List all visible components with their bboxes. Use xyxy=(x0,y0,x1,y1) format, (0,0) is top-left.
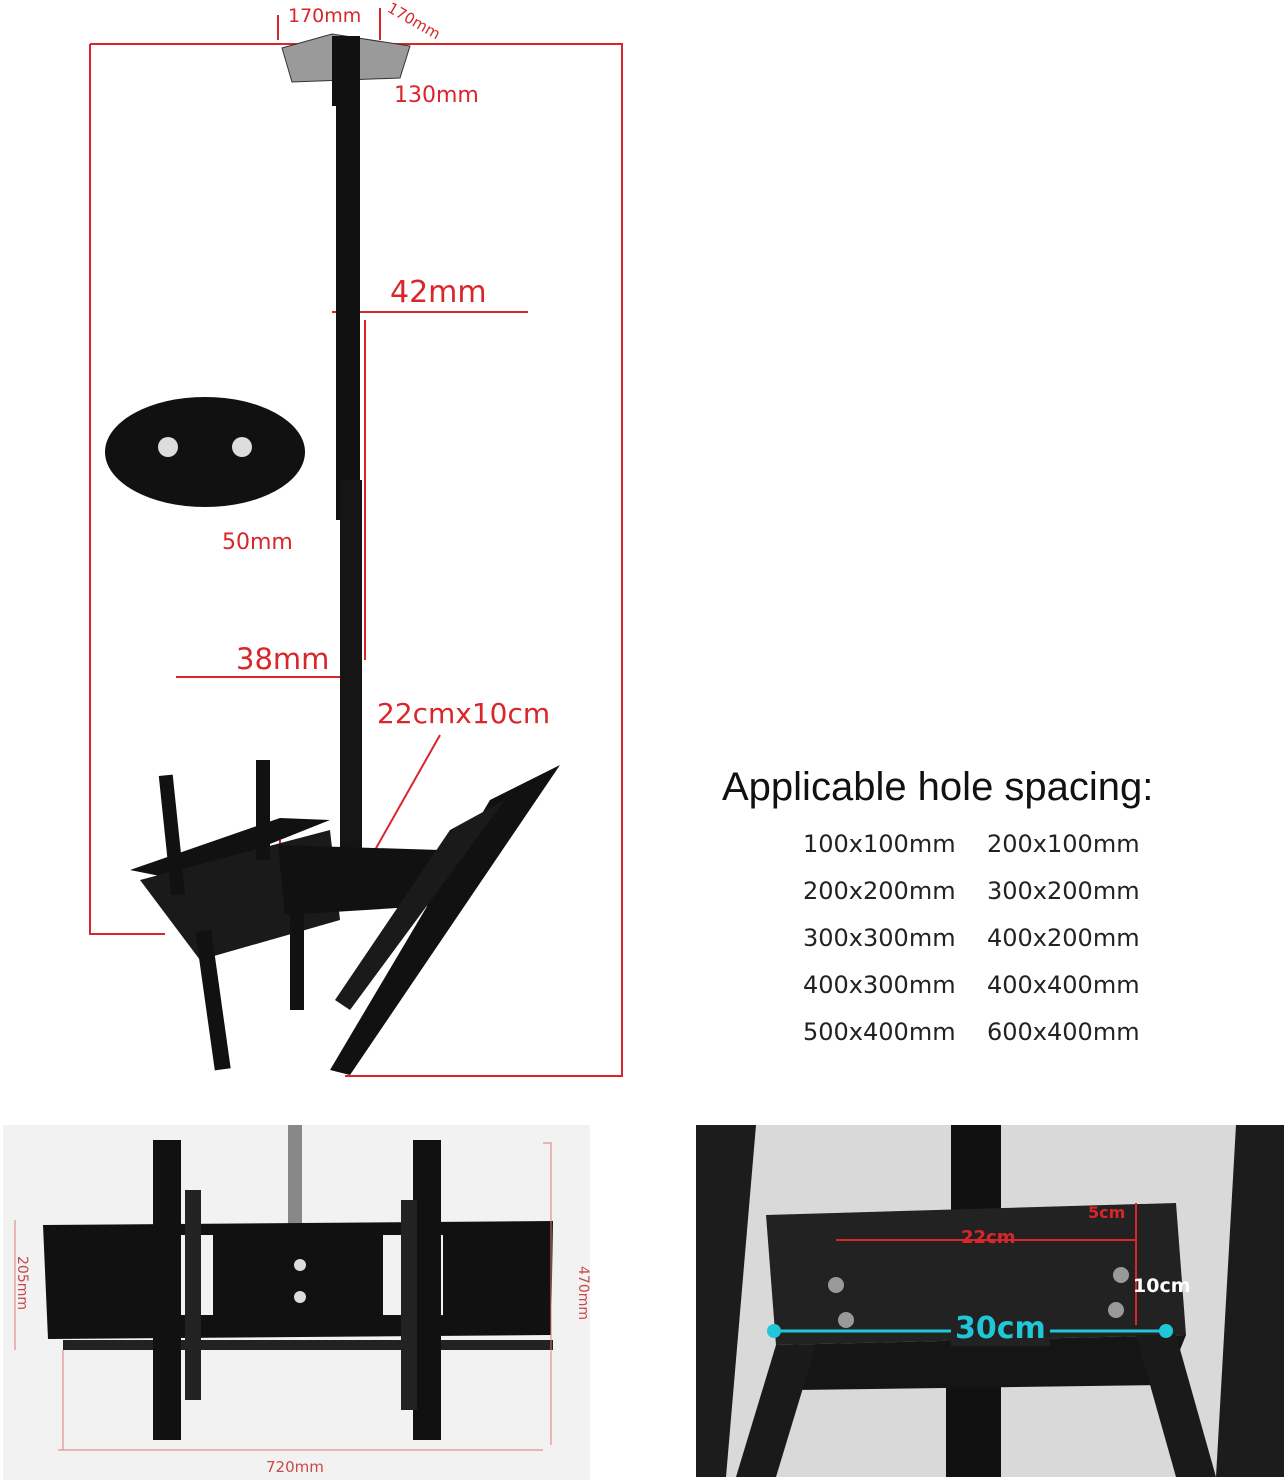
bracket-size-label: 22cmx10cm xyxy=(377,697,551,730)
hole-size: 400x200mm xyxy=(987,924,1140,952)
hole-spacing-title: Applicable hole spacing: xyxy=(722,765,1154,809)
bracket-height-label: 10cm xyxy=(1133,1275,1191,1297)
hole-size: 400x400mm xyxy=(987,971,1140,999)
hole-size: 300x200mm xyxy=(987,877,1140,905)
front-view-panel: 205mm 470mm 720mm xyxy=(3,1125,590,1480)
hole-spacing-label: 50mm xyxy=(222,530,293,555)
front-height-right-label: 470mm xyxy=(575,1266,590,1320)
hole-spacing-list: 100x100mm 200x100mm 200x200mm 300x200mm … xyxy=(803,830,1167,1046)
plate-width-label: 170mm xyxy=(288,5,362,27)
front-height-left-label: 205mm xyxy=(14,1256,30,1310)
hole-size: 200x200mm xyxy=(803,877,956,905)
hole-size: 600x400mm xyxy=(987,1018,1140,1046)
hole-size: 400x300mm xyxy=(803,971,956,999)
front-width-label: 720mm xyxy=(266,1458,324,1476)
bracket-closeup-panel: 22cm 5cm 10cm 30cm xyxy=(696,1125,1284,1477)
upper-tube-label: 42mm xyxy=(390,275,487,310)
bracket-length-label: 22cm xyxy=(961,1227,1016,1248)
bracket-width-label: 30cm xyxy=(951,1311,1050,1346)
hole-size: 100x100mm xyxy=(803,830,956,858)
hole-size: 500x400mm xyxy=(803,1018,956,1046)
hole-size: 300x300mm xyxy=(803,924,956,952)
bracket-depth-label: 5cm xyxy=(1088,1203,1126,1222)
hole-size: 200x100mm xyxy=(987,830,1140,858)
plate-height-label: 130mm xyxy=(394,83,479,108)
lower-tube-label: 38mm xyxy=(236,642,330,676)
